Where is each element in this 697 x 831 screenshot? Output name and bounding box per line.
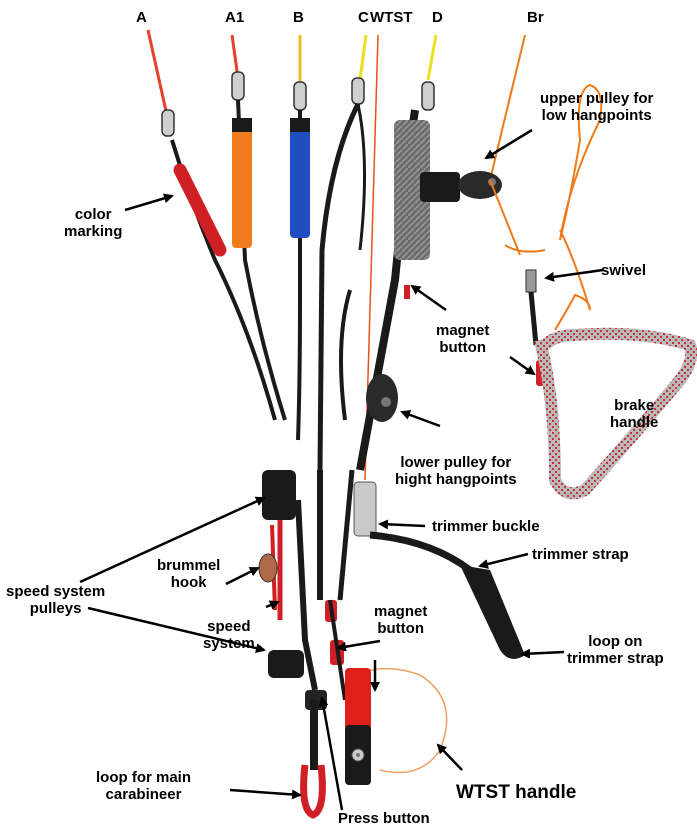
riser-label-wtst: WTST	[370, 9, 413, 26]
label-magnet-button-top-line1: magnet	[436, 322, 489, 339]
label-color-marking: color marking	[64, 206, 122, 240]
label-trimmer-buckle: trimmer buckle	[432, 518, 540, 535]
label-brummel-hook-line2: hook	[157, 574, 220, 591]
riser-label-a1: A1	[225, 9, 244, 26]
riser-label-br: Br	[527, 9, 544, 26]
label-speed-system-line1: speed	[203, 618, 255, 635]
label-swivel: swivel	[601, 262, 646, 279]
brake-assembly	[490, 85, 691, 493]
label-magnet-button-bottom-line1: magnet	[374, 603, 427, 620]
label-color-marking-line1: color	[64, 206, 122, 223]
riser-label-a: A	[136, 9, 147, 26]
riser-b	[290, 110, 310, 440]
label-press-button: Press button	[338, 810, 430, 827]
label-trimmer-strap: trimmer strap	[532, 546, 629, 563]
label-upper-pulley-line1: upper pulley for	[540, 90, 653, 107]
callout-arrows	[80, 130, 603, 810]
riser-c	[320, 104, 365, 470]
top-lines	[148, 30, 525, 480]
label-loop-main-line2: carabineer	[96, 786, 191, 803]
label-brake-handle-line1: brake	[610, 397, 658, 414]
label-upper-pulley: upper pulley for low hangpoints	[540, 90, 653, 124]
label-brake-handle-line2: handle	[610, 414, 658, 431]
label-speed-pulleys-line1: speed system	[6, 583, 105, 600]
label-magnet-button-bottom: magnet button	[374, 603, 427, 637]
label-loop-trimmer-line2: trimmer strap	[567, 650, 664, 667]
label-brake-handle: brake handle	[610, 397, 658, 431]
label-loop-main-carabineer: loop for main carabineer	[96, 769, 191, 803]
label-speed-pulleys-line2: pulleys	[6, 600, 105, 617]
riser-label-d: D	[432, 9, 443, 26]
label-lower-pulley-line1: lower pulley for	[395, 454, 517, 471]
label-color-marking-line2: marking	[64, 223, 122, 240]
riser-label-c: C	[358, 9, 369, 26]
label-lower-pulley-line2: hight hangpoints	[395, 471, 517, 488]
label-brummel-hook-line1: brummel	[157, 557, 220, 574]
label-magnet-button-top: magnet button	[436, 322, 489, 356]
label-upper-pulley-line2: low hangpoints	[540, 107, 653, 124]
label-speed-system: speed system	[203, 618, 255, 652]
label-speed-system-pulleys: speed system pulleys	[6, 583, 105, 617]
riser-a	[172, 140, 275, 420]
label-wtst-handle: WTST handle	[456, 782, 576, 803]
wtst-handle-shape	[345, 668, 447, 785]
label-loop-trimmer-line1: loop on	[567, 633, 664, 650]
label-lower-pulley: lower pulley for hight hangpoints	[395, 454, 517, 488]
label-loop-main-line1: loop for main	[96, 769, 191, 786]
riser-label-b: B	[293, 9, 304, 26]
label-magnet-button-bottom-line2: button	[374, 620, 427, 637]
label-magnet-button-top-line2: button	[436, 339, 489, 356]
label-brummel-hook: brummel hook	[157, 557, 220, 591]
label-loop-trimmer-strap: loop on trimmer strap	[567, 633, 664, 667]
label-speed-system-line2: system	[203, 635, 255, 652]
